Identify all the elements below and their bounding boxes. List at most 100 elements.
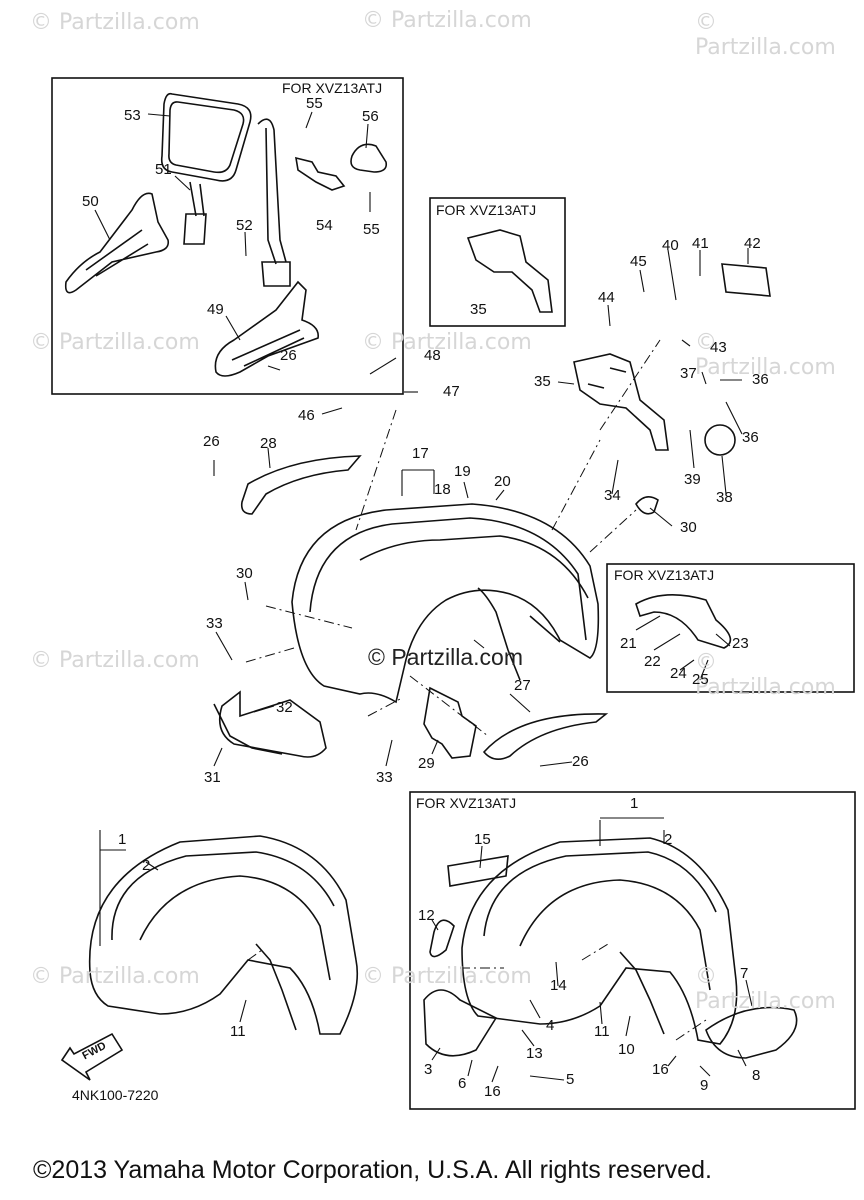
inset-box-cover [606, 563, 855, 693]
part-label: 52 [236, 217, 253, 234]
part-label: 30 [236, 565, 253, 582]
part-label: 32 [276, 699, 293, 716]
part-label: 26 [203, 433, 220, 450]
watermark: © Partzilla.com [362, 330, 532, 355]
box-title: FOR XVZ13ATJ [614, 567, 715, 583]
part-label: 45 [630, 253, 647, 270]
reflector-38 [704, 424, 736, 456]
leader-lines [94, 111, 753, 1083]
plate-42 [721, 263, 771, 297]
part-label: 50 [82, 193, 99, 210]
part-label: 44 [598, 289, 615, 306]
part-label: 26 [280, 347, 297, 364]
box-title: FOR XVZ13ATJ [282, 80, 383, 96]
part-label: 33 [376, 769, 393, 786]
part-label: 30 [680, 519, 697, 536]
part-label: 41 [692, 235, 709, 252]
part-label: 47 [443, 383, 460, 400]
side-plate-49 [214, 280, 319, 377]
part-label: 39 [684, 471, 701, 488]
part-label: 11 [594, 1023, 610, 1040]
part-label: 38 [716, 489, 733, 506]
copyright-footer: ©2013 Yamaha Motor Corporation, U.S.A. A… [33, 1156, 712, 1184]
part-label: 21 [620, 635, 637, 652]
watermark: © Partzilla.com [362, 964, 532, 989]
part-label: 20 [494, 473, 511, 490]
part-label: 5 [566, 1071, 575, 1088]
part-label: 10 [618, 1041, 635, 1058]
part-label: 55 [306, 95, 323, 112]
part-label: 12 [418, 907, 435, 924]
part-label: 37 [680, 365, 697, 382]
part-label: 49 [207, 301, 224, 318]
box-title: FOR XVZ13ATJ [416, 795, 517, 811]
part-label: 42 [744, 235, 761, 252]
part-label: 35 [534, 373, 551, 390]
bracket-35-inset [466, 229, 553, 313]
part-label: 9 [700, 1077, 709, 1094]
cover-56 [350, 143, 388, 173]
inset-box-backrest [51, 77, 404, 395]
watermark: © Partzilla.com [362, 8, 532, 33]
fwd-arrow [60, 1032, 124, 1081]
part-label: 40 [662, 237, 679, 254]
part-label: 34 [604, 487, 621, 504]
diagram-code: 4NK100-7220 [72, 1087, 159, 1103]
part-label: 7 [740, 965, 749, 982]
watermark: © Partzilla.com [30, 964, 200, 989]
part-label: 25 [692, 671, 709, 688]
part-label: 14 [550, 977, 567, 994]
part-label: 51 [155, 161, 172, 178]
part-label: 8 [752, 1067, 761, 1084]
backrest-bar [257, 118, 291, 287]
part-label: 11 [230, 1023, 246, 1040]
part-label: 19 [454, 463, 471, 480]
watermark: © Partzilla.com [695, 964, 836, 1014]
part-label: 24 [670, 665, 687, 682]
alignment-lines [245, 339, 707, 1041]
part-label: 13 [526, 1045, 543, 1062]
grommet-30 [635, 496, 659, 515]
part-label: 27 [514, 677, 531, 694]
watermark: © Partzilla.com [695, 330, 836, 380]
backrest-stay-51 [183, 181, 207, 245]
part-label: 29 [418, 755, 435, 772]
fender-xvz13atj [423, 837, 798, 1059]
watermark: © Partzilla.com [30, 330, 200, 355]
fender-standard [88, 835, 359, 1035]
part-label: 18 [434, 481, 451, 498]
part-label: 55 [363, 221, 380, 238]
part-label: 1 [118, 831, 127, 848]
part-label: 56 [362, 108, 379, 125]
part-label: 43 [710, 339, 727, 356]
inset-box-fender [409, 791, 856, 1110]
watermark: © Partzilla.com [695, 650, 836, 700]
part-label: 4 [546, 1017, 555, 1034]
part-label: 3 [424, 1061, 433, 1078]
box-title: FOR XVZ13ATJ [436, 202, 537, 218]
part-label: 17 [412, 445, 429, 462]
watermark: © Partzilla.com [30, 10, 200, 35]
part-label: 36 [742, 429, 759, 446]
part-label: 53 [124, 107, 141, 124]
part-label: 31 [204, 769, 221, 786]
inset-box-bracket [429, 197, 566, 327]
backrest-pad-53 [160, 92, 252, 182]
part-label: 1 [630, 795, 639, 812]
part-label: 23 [732, 635, 749, 652]
center-watermark: © Partzilla.com [368, 644, 523, 670]
part-label: 26 [572, 753, 589, 770]
watermark: © Partzilla.com [30, 648, 200, 673]
part-label: 16 [484, 1083, 501, 1100]
part-label: 15 [474, 831, 491, 848]
part-label: 54 [316, 217, 333, 234]
part-label: 46 [298, 407, 315, 424]
part-label: 48 [424, 347, 441, 364]
bracket-50 [64, 192, 170, 294]
part-label: 16 [652, 1061, 669, 1078]
rear-fender-assembly [213, 455, 609, 760]
cover-21 [635, 594, 732, 649]
part-label: 6 [458, 1075, 467, 1092]
watermark: © Partzilla.com [695, 10, 836, 60]
